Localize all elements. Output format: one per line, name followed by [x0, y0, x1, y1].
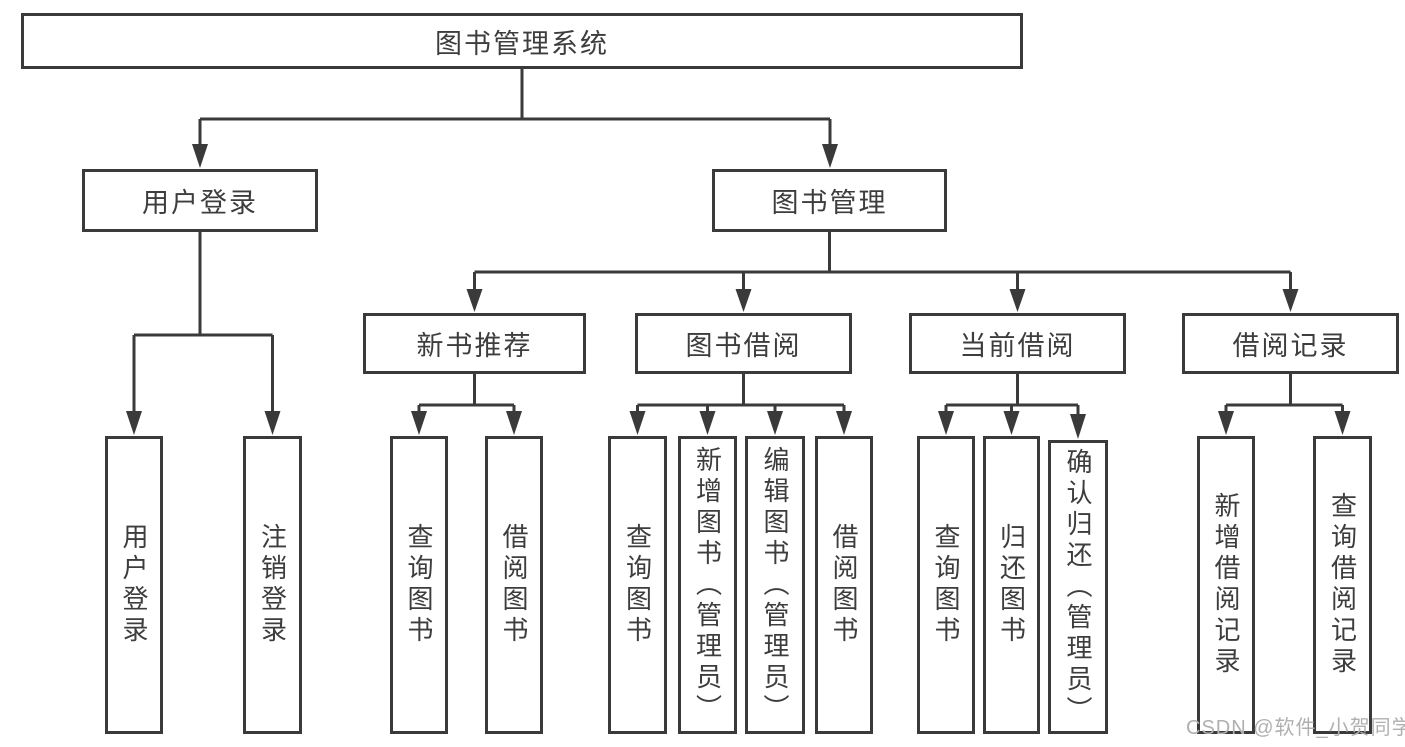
node-book-management-label: 图书管理 — [771, 188, 888, 218]
leaf-edit-books-admin: 编辑图书（管理员） — [745, 436, 805, 734]
leaf-recommend-borrow-books: 借阅图书 — [485, 436, 543, 734]
node-root-label: 图书管理系统 — [435, 28, 609, 59]
leaf-current-query-books-label: 查询图书 — [931, 523, 961, 647]
leaf-add-borrow-record-label: 新增借阅记录 — [1211, 492, 1241, 678]
node-user-login-label: 用户登录 — [142, 188, 258, 218]
arrow-down-icon — [1003, 411, 1020, 435]
node-book-management: 图书管理 — [712, 169, 947, 232]
node-new-book-recommend: 新书推荐 — [363, 313, 586, 374]
leaf-borrow-books: 借阅图书 — [815, 436, 873, 734]
node-book-borrow: 图书借阅 — [635, 313, 852, 374]
leaf-user-login-label: 用户登录 — [119, 523, 149, 647]
arrow-down-icon — [1070, 414, 1086, 439]
leaf-recommend-borrow-books-label: 借阅图书 — [499, 523, 529, 647]
leaf-return-books-label: 归还图书 — [996, 523, 1027, 647]
arrow-down-icon — [1218, 411, 1234, 435]
arrow-down-icon — [506, 411, 522, 435]
leaf-borrow-query-books: 查询图书 — [608, 436, 667, 734]
arrow-down-icon — [466, 289, 483, 312]
leaf-add-books-admin-label: 新增图书（管理员） — [692, 445, 723, 725]
leaf-edit-books-admin-label: 编辑图书（管理员） — [760, 445, 790, 725]
node-root: 图书管理系统 — [21, 13, 1023, 69]
arrow-down-icon — [1282, 289, 1299, 312]
arrow-down-icon — [192, 144, 208, 168]
leaf-add-borrow-record: 新增借阅记录 — [1197, 436, 1255, 734]
leaf-borrow-books-label: 借阅图书 — [829, 523, 859, 647]
node-book-borrow-label: 图书借阅 — [685, 331, 802, 361]
arrow-down-icon — [629, 411, 646, 435]
leaf-add-books-admin: 新增图书（管理员） — [678, 436, 737, 734]
arrow-down-icon — [1334, 411, 1351, 435]
leaf-query-borrow-record-label: 查询借阅记录 — [1327, 492, 1358, 678]
leaf-recommend-query-books-label: 查询图书 — [404, 523, 434, 647]
leaf-current-query-books: 查询图书 — [917, 436, 975, 734]
leaf-logout-label: 注销登录 — [257, 523, 288, 647]
arrow-down-icon — [264, 411, 281, 435]
leaf-return-books: 归还图书 — [983, 436, 1040, 734]
leaf-borrow-query-books-label: 查询图书 — [622, 523, 653, 647]
arrow-down-icon — [1009, 289, 1026, 312]
connector-path — [132, 69, 1344, 417]
arrow-down-icon — [699, 411, 716, 435]
node-new-book-recommend-label: 新书推荐 — [416, 331, 533, 361]
csdn-watermark: CSDN @软件_小贺同学 — [1186, 717, 1405, 739]
leaf-recommend-query-books: 查询图书 — [390, 436, 448, 734]
leaf-confirm-return-admin-label: 确认归还（管理员） — [1063, 447, 1093, 727]
arrow-down-icon — [767, 411, 783, 435]
node-user-login: 用户登录 — [82, 169, 318, 232]
node-borrow-records-label: 借阅记录 — [1232, 331, 1349, 361]
arrow-down-icon — [836, 411, 852, 435]
arrow-down-icon — [411, 411, 427, 435]
arrow-down-icon — [938, 411, 954, 435]
node-current-borrow: 当前借阅 — [909, 313, 1126, 374]
node-current-borrow-label: 当前借阅 — [959, 331, 1076, 361]
leaf-user-login: 用户登录 — [105, 436, 163, 734]
arrow-down-icon — [126, 411, 142, 435]
arrow-down-icon — [822, 144, 838, 168]
leaf-query-borrow-record: 查询借阅记录 — [1313, 436, 1372, 734]
arrow-down-icon — [735, 289, 752, 312]
node-borrow-records: 借阅记录 — [1182, 313, 1399, 374]
leaf-confirm-return-admin: 确认归还（管理员） — [1048, 440, 1108, 734]
leaf-logout: 注销登录 — [243, 436, 302, 734]
